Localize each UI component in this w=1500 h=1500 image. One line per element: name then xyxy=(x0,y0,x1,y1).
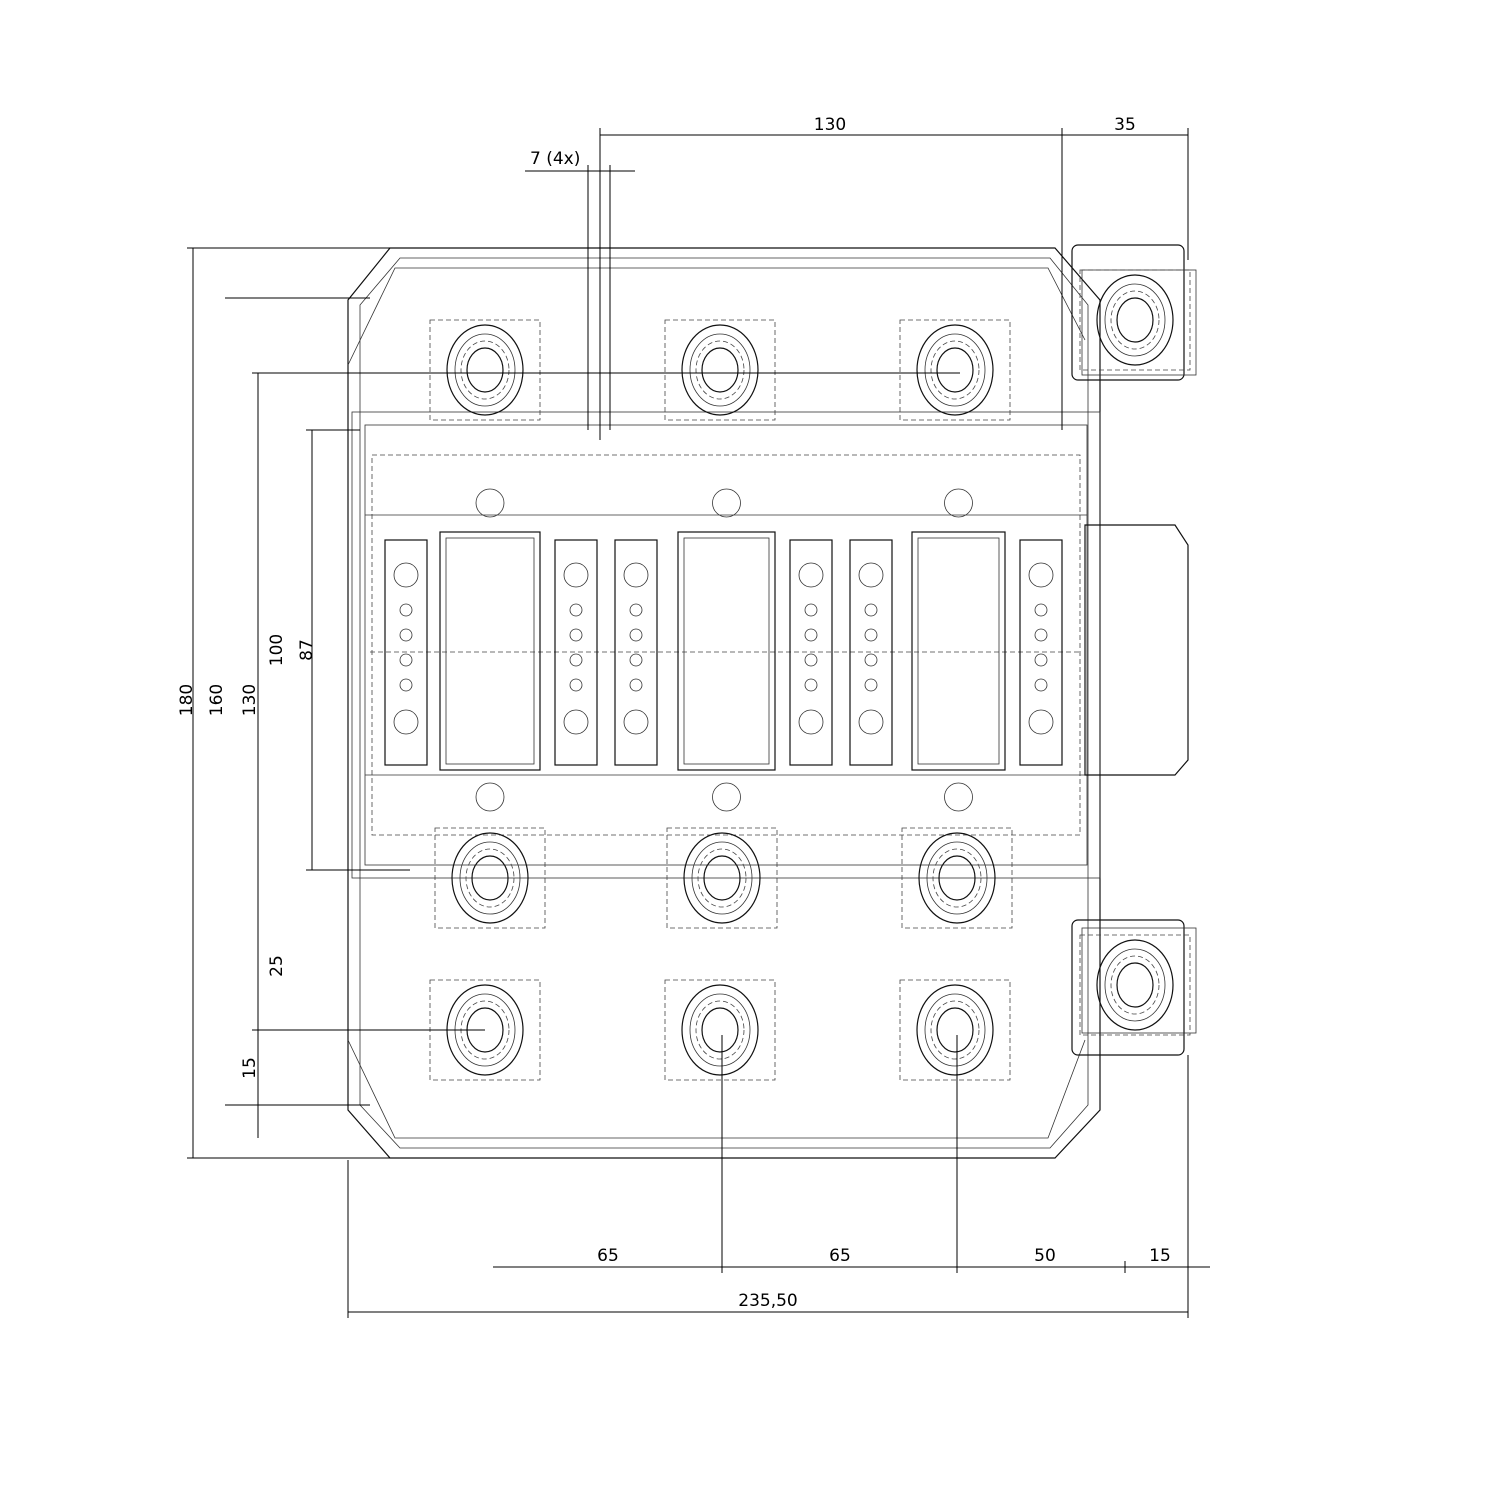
gate-strip xyxy=(789,539,833,766)
dim-pitch-7: 7 (4x) xyxy=(530,149,580,169)
gate-strip xyxy=(554,539,598,766)
chip-module xyxy=(911,488,1006,812)
dim-left-180: 180 xyxy=(177,684,197,716)
chip-modules xyxy=(384,488,1063,812)
dim-left-130: 130 xyxy=(240,684,260,716)
gate-strip xyxy=(384,539,428,766)
dim-top-35: 35 xyxy=(1114,115,1136,135)
dimensions: 130 35 7 (4x) 180 160 130 100 87 25 15 xyxy=(177,115,1210,1318)
module-housing xyxy=(347,247,1101,1159)
gate-strip xyxy=(849,539,893,766)
dim-top-130: 130 xyxy=(814,115,846,135)
dim-left-100: 100 xyxy=(267,634,287,666)
dim-left-25: 25 xyxy=(267,955,287,977)
terminal xyxy=(899,319,1011,421)
gate-strip xyxy=(1019,539,1063,766)
terminal xyxy=(1079,269,1191,371)
terminal xyxy=(899,979,1011,1081)
terminal xyxy=(1079,934,1191,1036)
dim-left-87: 87 xyxy=(297,639,317,661)
right-tabs xyxy=(1071,244,1197,1056)
gate-strip xyxy=(614,539,658,766)
dim-bottom-15: 15 xyxy=(1149,1246,1171,1266)
chip-module xyxy=(439,488,541,812)
terminal xyxy=(664,319,776,421)
dim-bottom-total: 235,50 xyxy=(738,1291,797,1311)
dim-bottom-65b: 65 xyxy=(829,1246,851,1266)
dim-bottom-65a: 65 xyxy=(597,1246,619,1266)
terminal xyxy=(666,827,778,929)
terminal xyxy=(901,827,1013,929)
terminal xyxy=(429,319,541,421)
terminal xyxy=(434,827,546,929)
dim-left-15: 15 xyxy=(240,1057,260,1079)
terminals xyxy=(429,269,1191,1081)
dim-left-160: 160 xyxy=(207,684,227,716)
terminal xyxy=(664,979,776,1081)
dim-bottom-50: 50 xyxy=(1034,1246,1056,1266)
chip-module xyxy=(677,488,776,812)
